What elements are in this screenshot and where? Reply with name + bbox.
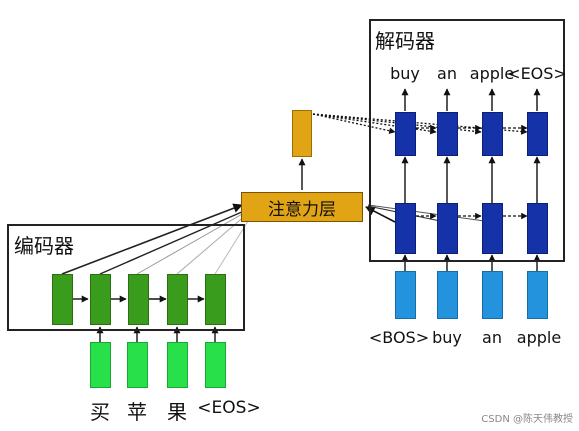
decoder-output-token: <EOS>	[507, 64, 567, 83]
decoder-output-token: buy	[390, 64, 420, 83]
encoder-hidden-cell	[52, 274, 73, 325]
decoder-output-arrows	[401, 88, 541, 111]
decoder-hidden-cell-lower	[482, 203, 503, 254]
encoder-input-cell	[90, 342, 111, 388]
decoder-hidden-cell-lower	[437, 203, 458, 254]
watermark: CSDN @陈天伟教授	[481, 414, 573, 425]
encoder-to-attention-lines	[61, 203, 251, 275]
decoder-input-token: apple	[516, 328, 562, 347]
encoder-input-token: 买	[90, 400, 110, 424]
encoder-hidden-cell	[167, 274, 188, 325]
attention-layer: 注意力层	[241, 192, 363, 222]
decoder-hidden-cell-upper	[482, 112, 503, 156]
encoder-input-token: <EOS>	[197, 398, 261, 418]
encoder-title: 编码器	[14, 234, 74, 258]
encoder-hidden-cell	[90, 274, 111, 325]
decoder-input-token: <BOS>	[368, 328, 430, 347]
decoder-input-token: buy	[432, 328, 462, 347]
decoder-hidden-cell-upper	[527, 112, 548, 156]
encoder-input-token: 苹	[127, 400, 147, 424]
decoder-input-cell	[482, 271, 503, 319]
decoder-hidden-cell-lower	[395, 203, 416, 254]
decoder-box	[369, 19, 565, 262]
decoder-input-arrows	[401, 254, 541, 271]
decoder-hidden-cell-upper	[437, 112, 458, 156]
decoder-input-cell	[437, 271, 458, 319]
decoder-title: 解码器	[375, 29, 435, 53]
decoder-input-cell	[527, 271, 548, 319]
decoder-output-token: an	[437, 64, 457, 83]
encoder-hidden-cell	[128, 274, 149, 325]
decoder-hidden-cell-upper	[395, 112, 416, 156]
encoder-input-cell	[205, 342, 226, 388]
encoder-hidden-cell	[205, 274, 226, 325]
decoder-vertical-arrows	[401, 156, 541, 203]
decoder-input-cell	[395, 271, 416, 319]
encoder-input-token: 果	[167, 400, 187, 424]
context-vector-cell	[292, 110, 312, 157]
decoder-input-token: an	[482, 328, 502, 347]
encoder-input-cell	[127, 342, 148, 388]
encoder-input-cell	[167, 342, 188, 388]
decoder-output-token: apple	[469, 64, 515, 83]
decoder-hidden-cell-lower	[527, 203, 548, 254]
encoder-box	[7, 224, 245, 331]
